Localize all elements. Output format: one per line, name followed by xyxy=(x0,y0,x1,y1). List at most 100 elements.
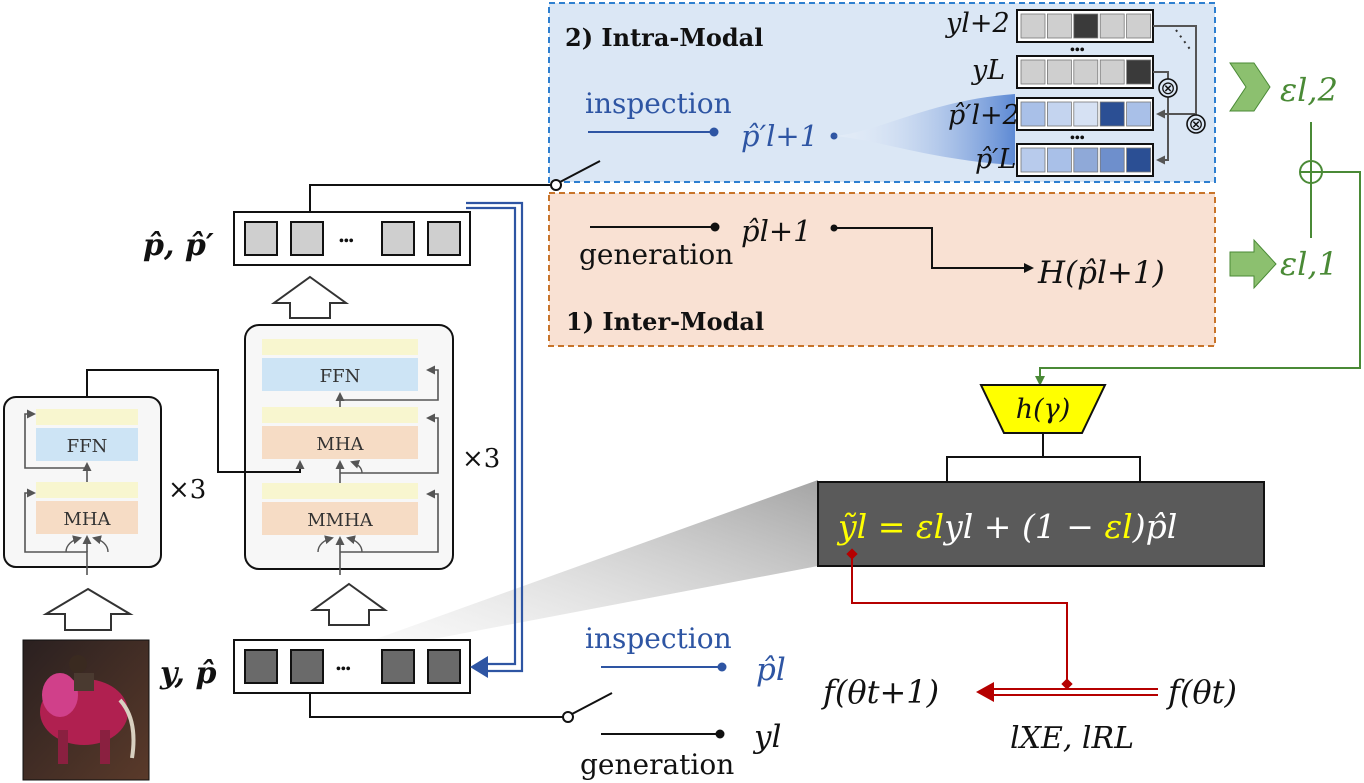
red-diamond-mid xyxy=(1061,678,1073,690)
bottom-seq-token xyxy=(381,649,415,684)
prob-row-label: yl+2 xyxy=(945,8,1010,39)
top-generation-dot xyxy=(710,222,720,232)
bottom-inspection-dot xyxy=(717,662,727,672)
encoder-ffn xyxy=(36,428,138,461)
prob-cell xyxy=(1047,59,1072,85)
prob-ellipsis-1: ••• xyxy=(1070,43,1085,58)
bottom-switch-pivot xyxy=(562,711,574,723)
prob-cell xyxy=(1020,147,1046,173)
top-seq-token xyxy=(381,221,415,256)
prob-row-label: p̂′L xyxy=(975,144,1016,175)
gate-trapezoid xyxy=(979,384,1107,434)
bracket-l2 xyxy=(1153,25,1197,119)
bottom-seq-label: y, p̂ xyxy=(159,656,216,691)
gate-label: h(γ) xyxy=(1016,394,1071,425)
encoder-mha xyxy=(36,501,138,534)
oplus-to-gate-line xyxy=(1035,171,1361,386)
prob-row-p-prime-L: p̂′L xyxy=(975,143,1154,177)
feedback-line-inner xyxy=(466,206,517,666)
inter-modal-title: 1) Inter-Modal xyxy=(566,307,764,336)
formula-mid: + (1 − xyxy=(973,507,1104,546)
intra-modal-title: 2) Intra-Modal xyxy=(565,23,763,52)
decoder-residual-2 xyxy=(340,413,439,474)
decoder-strip-1 xyxy=(262,339,418,355)
prob-cell xyxy=(1020,101,1046,127)
formula-lhs: ỹl xyxy=(836,507,867,546)
prob-row-label: yL xyxy=(971,55,1005,86)
feedback-line-outer xyxy=(466,201,524,673)
decoder-mmha-label: MMHA xyxy=(307,510,374,531)
top-seq-token xyxy=(427,221,461,256)
bottom-seq-token xyxy=(427,649,461,684)
feedback-arrowhead xyxy=(470,656,488,678)
decoder-ffn-label: FFN xyxy=(320,366,361,387)
formula-eq: = xyxy=(867,507,916,546)
top-seq-token xyxy=(244,221,278,256)
epsilon-2-label: εl,2 xyxy=(1280,71,1338,109)
top-switch-pivot xyxy=(550,179,562,191)
top-generation-label: generation xyxy=(579,238,733,271)
prob-cell xyxy=(1047,101,1072,127)
bottom-seq-token xyxy=(290,649,324,684)
up-arrow-decoder-out xyxy=(270,275,350,319)
red-diamond-top xyxy=(846,548,858,560)
prob-cell xyxy=(1126,101,1151,127)
update-to: f(θt+1) xyxy=(821,673,939,711)
bottom-seq-token xyxy=(244,649,278,684)
formula-rest: )p̂l xyxy=(1132,507,1178,546)
bottom-generation-output: yl xyxy=(752,719,781,755)
prob-row-y-l2: yl+2 xyxy=(945,8,1154,43)
prob-cell xyxy=(1020,13,1046,39)
green-chevron-arrow xyxy=(1229,62,1271,112)
red-arrowhead xyxy=(976,682,994,702)
formula: ỹl = εlyl + (1 − εl)p̂l xyxy=(836,507,1177,546)
encoder-repeat: ×3 xyxy=(168,475,206,505)
gen-to-entropy-arrow xyxy=(834,227,1034,273)
formula-eps-1: εl xyxy=(916,507,944,546)
top-seq-dots: ••• xyxy=(339,234,354,249)
up-arrow-decoder-in xyxy=(309,582,389,626)
prob-cell xyxy=(1047,13,1072,39)
bottom-generation-dot xyxy=(715,729,725,739)
encoder-ffn-label: FFN xyxy=(67,436,108,457)
prob-cell xyxy=(1073,147,1099,173)
otimes-1-bg xyxy=(1158,78,1178,98)
decoder-mmha xyxy=(262,502,418,535)
encoder-residual-1 xyxy=(24,488,88,575)
encoder-to-decoder-link xyxy=(86,369,305,473)
top-inspection-label: inspection xyxy=(585,87,732,120)
decoder-mha-label: MHA xyxy=(316,434,364,455)
update-from: f(θt) xyxy=(1166,673,1237,711)
top-inspection-dot xyxy=(709,127,719,137)
decoder-mha xyxy=(262,426,418,459)
top-seq-token xyxy=(290,221,324,256)
prob-cell xyxy=(1126,147,1151,173)
input-image xyxy=(22,639,150,781)
blue-beam xyxy=(834,94,1015,165)
formula-box xyxy=(817,481,1265,567)
formula-y: yl xyxy=(942,507,973,546)
inter-modal-panel xyxy=(548,192,1216,347)
top-switch-lever xyxy=(559,160,601,183)
encoder-strip-mid xyxy=(36,482,138,498)
decoder-strip-3 xyxy=(262,483,418,499)
prob-row-p-prime-l2: p̂′l+2 xyxy=(948,97,1154,131)
up-arrow-encoder-in xyxy=(42,587,134,631)
entropy-label: H(p̂l+1) xyxy=(1037,255,1165,291)
prob-row-label: p̂′l+2 xyxy=(948,100,1020,131)
top-switch-wire xyxy=(309,184,551,218)
bottom-generation-label: generation xyxy=(580,748,734,781)
decoder-repeat: ×3 xyxy=(462,444,500,474)
encoder-flow-3 xyxy=(65,535,82,553)
bracket-diag xyxy=(1175,29,1193,53)
otimes-icon: ⊗ xyxy=(1160,78,1175,98)
bottom-inspection-label: inspection xyxy=(585,622,732,655)
prob-cell xyxy=(1099,13,1125,39)
gray-beam xyxy=(312,480,818,662)
decoder-flow-5 xyxy=(346,535,363,553)
prob-cell xyxy=(1099,59,1125,85)
decoder-residual-3 xyxy=(340,365,439,401)
otimes-2-bg xyxy=(1186,114,1206,134)
decoder-residual-1 xyxy=(340,489,439,553)
